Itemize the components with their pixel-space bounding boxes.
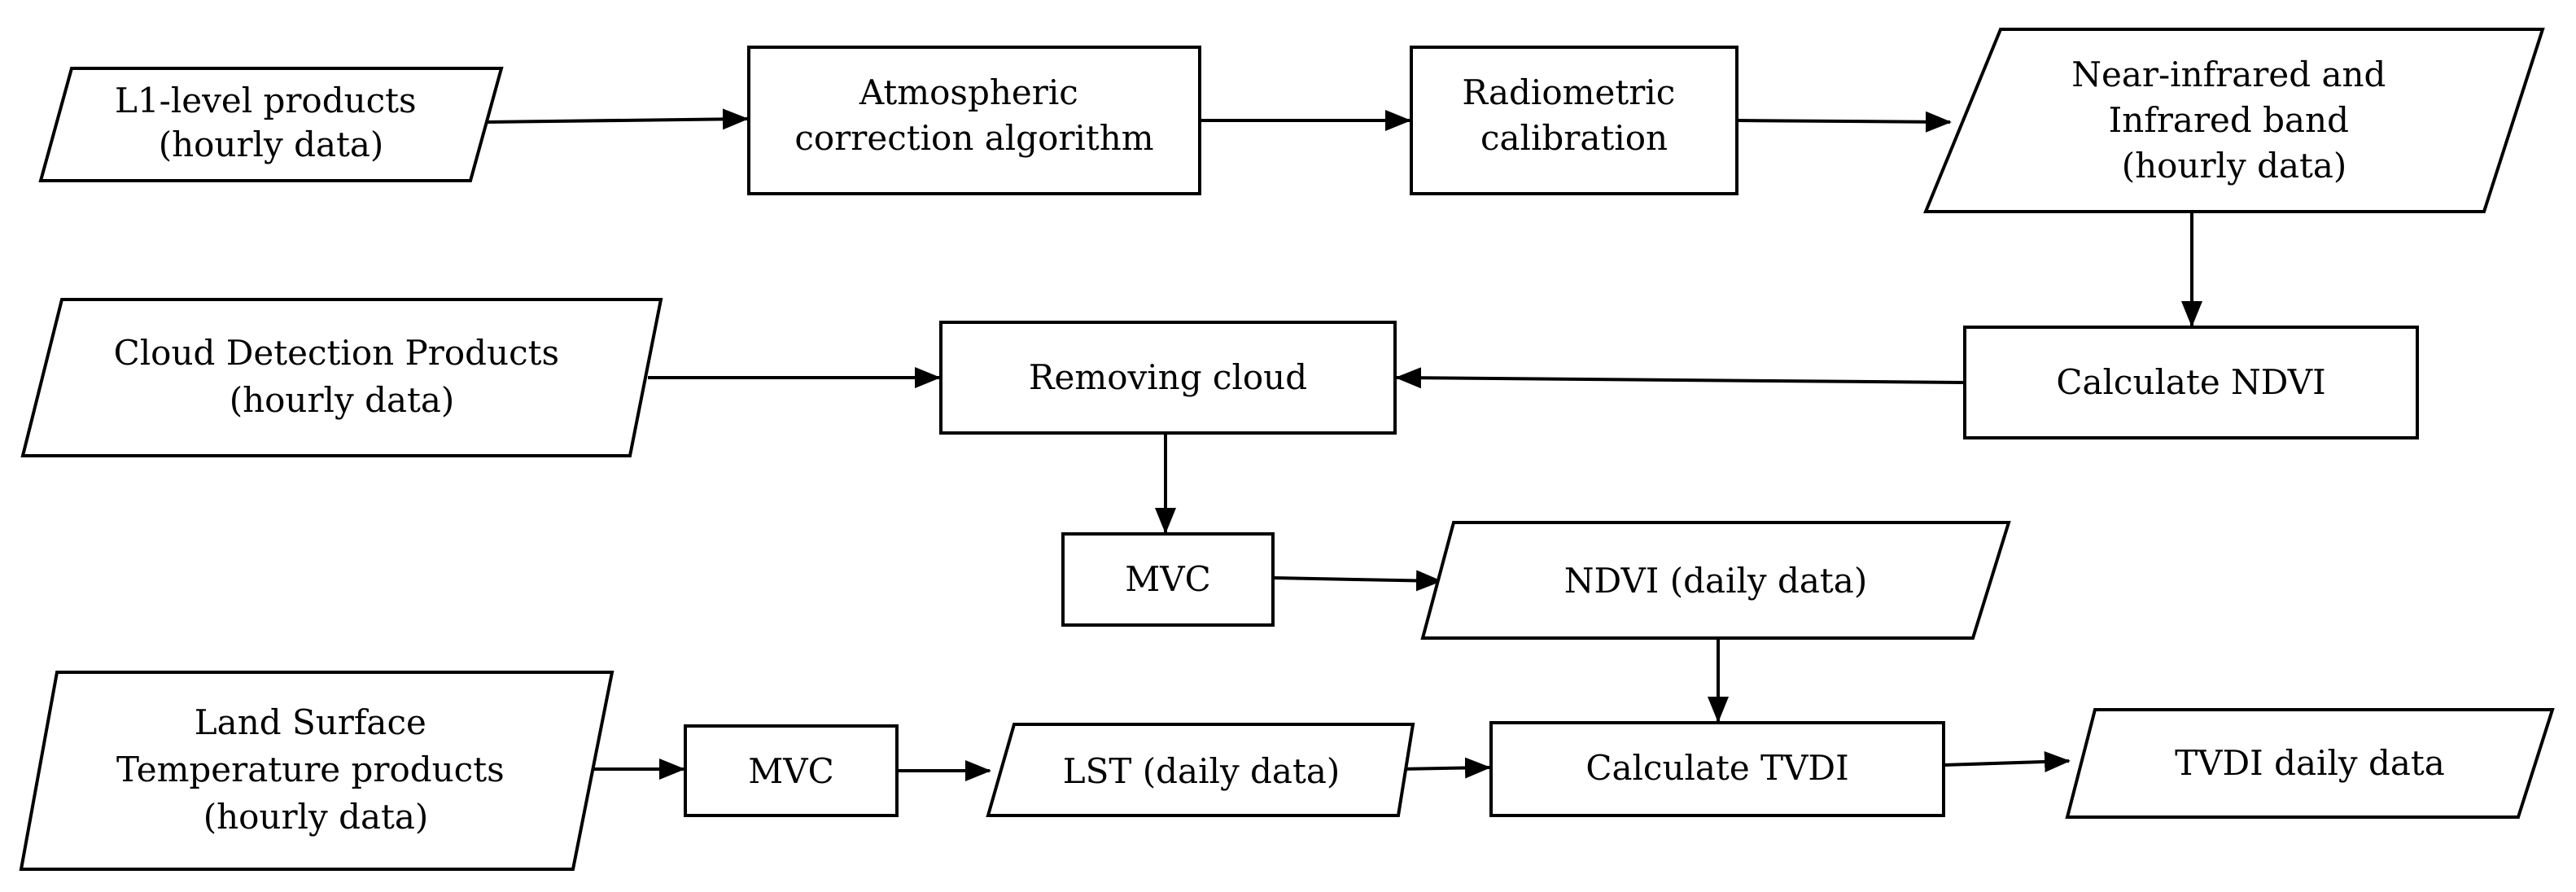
edge-tvdi-to-tvdi-daily	[1943, 750, 2071, 772]
edge-radiometric-to-near-infrared	[1736, 111, 1952, 133]
svg-text:MVC: MVC	[1125, 559, 1210, 599]
node-line: (hourly data)	[203, 797, 429, 837]
node-line: Near-infrared and	[2071, 55, 2386, 94]
svg-text:NDVI (daily data): NDVI (daily data)	[1564, 561, 1867, 601]
svg-text:MVC: MVC	[748, 751, 833, 791]
node-line: MVC	[748, 751, 833, 791]
svg-text:LST (daily data): LST (daily data)	[1063, 751, 1340, 791]
node-line: MVC	[1125, 559, 1210, 599]
svg-text:Near-infrared and Infrar: Near-infrared and Infrared band (hourly …	[2071, 55, 2397, 186]
node-calculate-ndvi: Calculate NDVI	[1963, 326, 2419, 439]
svg-text:Atmospheric correction a: Atmospheric correction algorithm	[794, 72, 1153, 158]
node-near-infrared-band: Near-infrared and Infrared band (hourly …	[1923, 28, 2545, 213]
node-line: L1-level products	[115, 81, 417, 120]
node-line: correction algorithm	[794, 118, 1153, 158]
node-atmospheric-correction: Atmospheric correction algorithm	[747, 46, 1201, 195]
node-cloud-detection: Cloud Detection Products (hourly data)	[20, 298, 663, 457]
node-line: Atmospheric	[859, 72, 1078, 112]
svg-text:Cloud Detection Products: Cloud Detection Products (hourly data)	[114, 333, 571, 420]
svg-text:Radiometric calibration: Radiometric calibration	[1462, 72, 1686, 158]
svg-text:Calculate NDVI: Calculate NDVI	[2056, 362, 2325, 402]
node-line: Land Surface	[195, 702, 426, 742]
node-mvc-lst: MVC	[684, 724, 899, 817]
edge-mvc-to-ndvi-daily	[1272, 570, 1442, 592]
node-lst-products: Land Surface Temperature products (hourl…	[19, 671, 614, 871]
svg-text:Removing cloud: Removing cloud	[1029, 357, 1307, 397]
node-line: Removing cloud	[1029, 357, 1307, 397]
node-tvdi-daily: TVDI daily data	[2065, 708, 2555, 819]
node-line: LST (daily data)	[1063, 751, 1340, 791]
node-line: Infrared band	[2109, 100, 2349, 140]
node-line: NDVI (daily data)	[1564, 561, 1867, 601]
node-l1-products: L1-level products (hourly data)	[38, 67, 504, 182]
node-line: calibration	[1480, 118, 1668, 158]
node-line: (hourly data)	[2122, 146, 2347, 186]
node-radiometric-calibration: Radiometric calibration	[1410, 46, 1738, 195]
node-line: Cloud Detection Products	[114, 333, 559, 373]
node-line: Calculate NDVI	[2056, 362, 2325, 402]
node-mvc-ndvi: MVC	[1061, 532, 1275, 627]
node-removing-cloud: Removing cloud	[939, 321, 1397, 435]
svg-text:L1-level products (hourl: L1-level products (hourly data)	[115, 81, 427, 164]
node-line: (hourly data)	[230, 380, 455, 420]
node-line: Temperature products	[116, 750, 505, 789]
node-line: Radiometric	[1462, 72, 1675, 112]
node-calculate-tvdi: Calculate TVDI	[1489, 721, 1945, 817]
node-lst-daily: LST (daily data)	[986, 723, 1415, 817]
node-line: TVDI daily data	[2175, 743, 2445, 783]
edge-lst-daily-to-tvdi	[1397, 757, 1491, 779]
edge-l1-to-atmospheric	[486, 108, 749, 130]
node-ndvi-daily: NDVI (daily data)	[1420, 521, 2011, 640]
node-line: (hourly data)	[159, 125, 384, 164]
svg-text:Land Surface Temperature: Land Surface Temperature products (hourl…	[116, 702, 515, 837]
edge-ndvi-to-removing-cloud	[1395, 367, 1964, 389]
svg-text:Calculate TVDI: Calculate TVDI	[1585, 748, 1848, 788]
svg-text:TVDI daily data: TVDI daily data	[2175, 743, 2445, 783]
edges	[486, 108, 2202, 781]
node-line: Calculate TVDI	[1585, 748, 1848, 788]
